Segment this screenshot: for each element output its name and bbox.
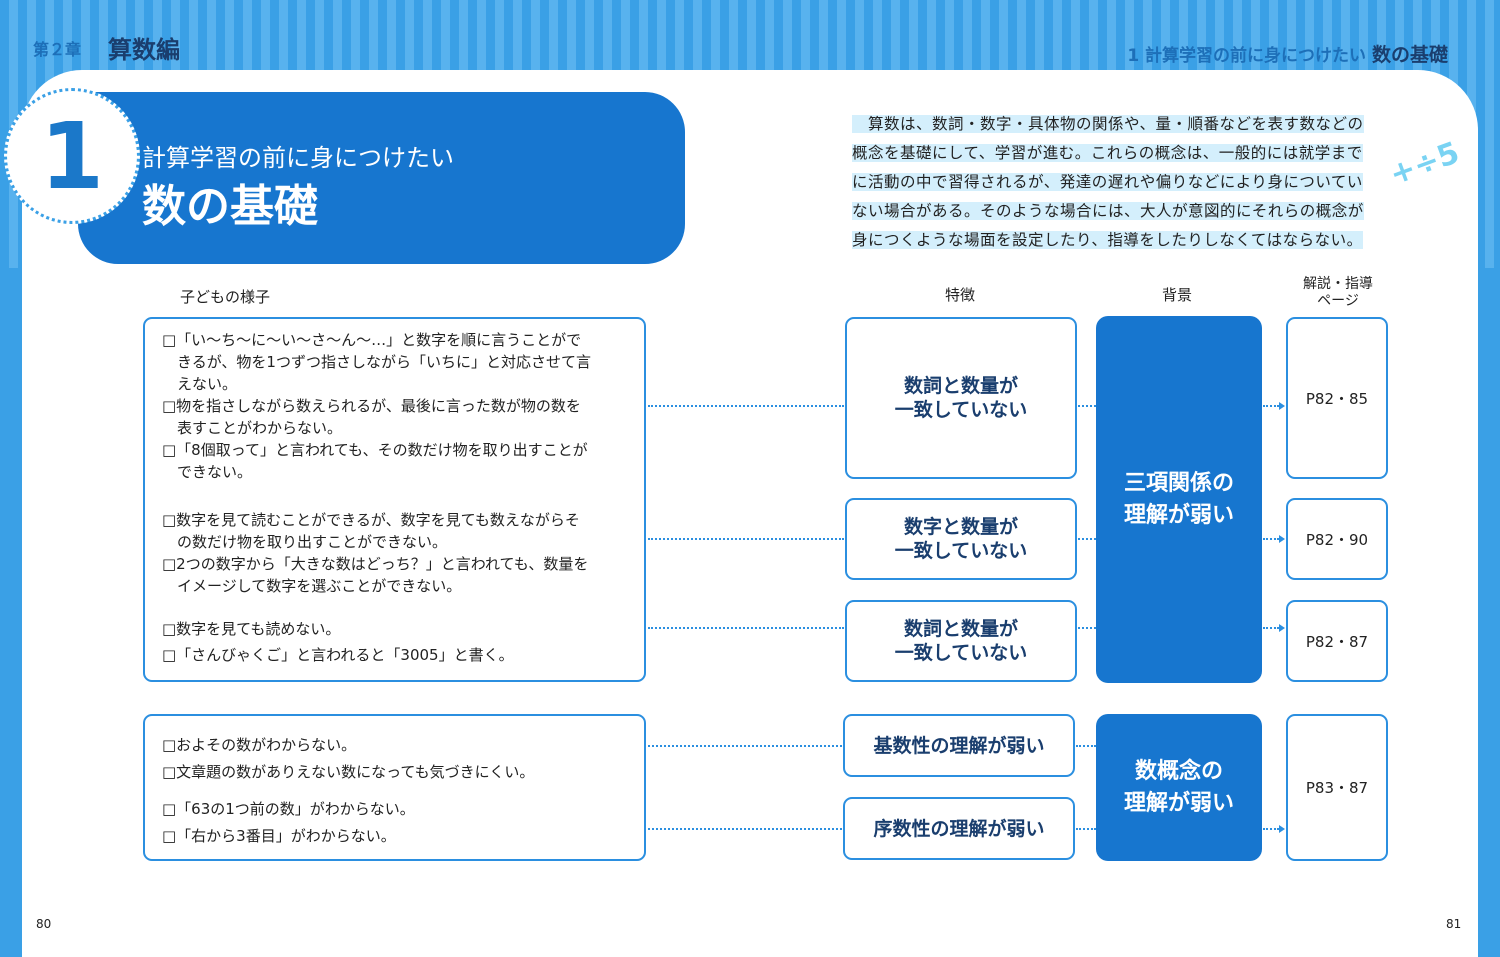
connector-line — [1263, 627, 1279, 629]
feature-line: 一致していない — [894, 540, 1028, 562]
connector-line — [1263, 538, 1279, 540]
feature-line: 数字と数量が — [903, 516, 1018, 538]
running-head: 1 計算学習の前に身につけたい 数の基礎 — [1127, 40, 1448, 67]
connector-line — [1263, 828, 1279, 830]
list-item: □数字を見て読むことができるが、数字を見ても数えながらそ — [162, 511, 580, 529]
connector-line — [648, 745, 842, 747]
connector-line — [1076, 745, 1096, 747]
page-reference-box: P82・85 — [1286, 317, 1388, 479]
child-items-group-b: □数字を見て読むことができるが、数字を見ても数えながらそ の数だけ物を取り出すこ… — [162, 509, 632, 597]
column-head-page: 解説・指導 ページ — [1290, 276, 1386, 310]
feature-box: 数字と数量が一致していない — [845, 498, 1077, 580]
section-title: 数の基礎 — [142, 181, 318, 232]
connector-line — [648, 405, 844, 407]
child-items-group-a: □「い〜ち〜に〜い〜さ〜ん〜…」と数字を順に言うことがで きるが、物を1つずつ指… — [162, 329, 632, 483]
background-box: 数概念の理解が弱い — [1096, 714, 1262, 861]
column-head-background: 背景 — [1162, 286, 1193, 304]
arrow-right-icon — [1279, 402, 1285, 410]
feature-line: 一致していない — [894, 399, 1028, 421]
list-item: □文章題の数がありえない数になっても気づきにくい。 — [162, 763, 535, 781]
feature-line: 数詞と数量が — [903, 618, 1018, 640]
arrow-right-icon — [1279, 825, 1285, 833]
math-symbols-decoration-icon: +÷5 — [1385, 135, 1464, 192]
connector-line — [648, 627, 844, 629]
background-line: 理解が弱い — [1123, 502, 1234, 528]
column-head-page-line2: ページ — [1317, 293, 1359, 309]
feature-box: 基数性の理解が弱い — [843, 714, 1075, 777]
svg-text:+÷5: +÷5 — [1385, 135, 1464, 192]
chapter-number: 第２章 — [33, 40, 82, 59]
background-line: 三項関係の — [1123, 470, 1234, 496]
section-subtitle: 計算学習の前に身につけたい — [142, 144, 454, 172]
child-items-group-d: □およその数がわからない。 □文章題の数がありえない数になっても気づきにくい。 — [162, 732, 632, 786]
list-item: □「8個取って」と言われても、その数だけ物を取り出すことが — [162, 441, 588, 459]
arrow-right-icon — [1279, 624, 1285, 632]
page-number-right: 81 — [1446, 917, 1462, 931]
page-number-left: 80 — [36, 917, 52, 931]
list-item: □「63の1つ前の数」がわからない。 — [162, 800, 415, 818]
list-item: 表すことがわからない。 — [162, 419, 343, 437]
page-reference-box: P83・87 — [1286, 714, 1388, 861]
list-item: きるが、物を1つずつ指さしながら「いちに」と対応させて言 — [162, 353, 591, 371]
connector-line — [648, 828, 842, 830]
left-edge-band — [0, 268, 22, 957]
connector-line — [648, 538, 844, 540]
list-item: □2つの数字から「大きな数はどっち？」と言われても、数量を — [162, 555, 589, 573]
feature-line: 一致していない — [894, 642, 1028, 664]
list-item: できない。 — [162, 463, 253, 481]
background-line: 数概念の — [1134, 758, 1223, 784]
list-item: えない。 — [162, 375, 238, 393]
connector-line — [1078, 538, 1096, 540]
list-item: □物を指さしながら数えられるが、最後に言った数が物の数を — [162, 397, 581, 415]
child-situation-box-1 — [143, 317, 646, 682]
child-items-group-e: □「63の1つ前の数」がわからない。 □「右から3番目」がわからない。 — [162, 796, 632, 850]
intro-line: 概念を基礎にして、学習が進む。これらの概念は、一般的には就学まで — [852, 144, 1363, 162]
list-item: □「い〜ち〜に〜い〜さ〜ん〜…」と数字を順に言うことがで — [162, 331, 582, 349]
right-edge-band — [1478, 268, 1500, 957]
child-situation-box-2 — [143, 714, 646, 861]
list-item: □「さんびゃくご」と言われると「3005」と書く。 — [162, 646, 514, 664]
section-number-badge: 1 — [4, 88, 140, 224]
page-reference-box: P82・87 — [1286, 600, 1388, 682]
running-head-title: 数の基礎 — [1371, 44, 1448, 66]
feature-box: 序数性の理解が弱い — [843, 797, 1075, 860]
list-item: □およその数がわからない。 — [162, 736, 357, 754]
intro-paragraph: 算数は、数詞・数字・具体物の関係や、量・順番などを表す数などの 概念を基礎にして… — [852, 110, 1397, 255]
list-item: の数だけ物を取り出すことができない。 — [162, 533, 448, 551]
title-panel — [78, 92, 685, 264]
feature-box: 数詞と数量が一致していない — [845, 600, 1077, 682]
intro-line: に活動の中で習得されるが、発達の遅れや偏りなどにより身についてい — [852, 173, 1363, 191]
feature-line: 数詞と数量が — [903, 375, 1018, 397]
connector-line — [1263, 405, 1279, 407]
intro-line: 算数は、数詞・数字・具体物の関係や、量・順番などを表す数などの — [852, 115, 1364, 133]
intro-line: 身につくような場面を設定したり、指導をしたりしなくてはならない。 — [852, 231, 1363, 249]
column-head-page-line1: 解説・指導 — [1303, 276, 1373, 292]
running-head-prefix: 1 計算学習の前に身につけたい — [1127, 46, 1367, 66]
connector-line — [1078, 405, 1096, 407]
arrow-right-icon — [1279, 535, 1285, 543]
intro-line: ない場合がある。そのような場合には、大人が意図的にそれらの概念が — [852, 202, 1364, 220]
background-box: 三項関係の理解が弱い — [1096, 316, 1262, 683]
list-item: イメージして数字を選ぶことができない。 — [162, 577, 462, 595]
chapter-title: 算数編 — [108, 36, 180, 64]
page-reference-box: P82・90 — [1286, 498, 1388, 580]
column-head-child: 子どもの様子 — [180, 288, 271, 306]
background-line: 理解が弱い — [1123, 790, 1234, 816]
column-head-feature: 特徴 — [945, 286, 976, 304]
list-item: □数字を見ても読めない。 — [162, 620, 341, 638]
child-items-group-c: □数字を見ても読めない。 □「さんびゃくご」と言われると「3005」と書く。 — [162, 616, 632, 668]
list-item: □「右から3番目」がわからない。 — [162, 827, 396, 845]
connector-line — [1076, 828, 1096, 830]
connector-line — [1078, 627, 1096, 629]
feature-box: 数詞と数量が一致していない — [845, 317, 1077, 479]
